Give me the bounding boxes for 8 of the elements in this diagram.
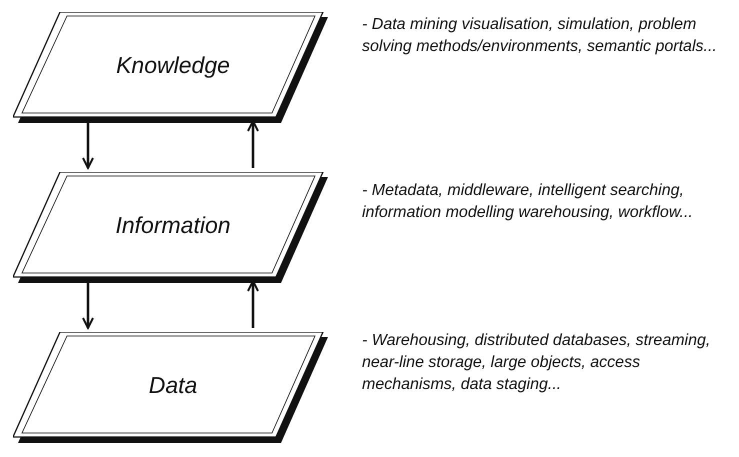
arrow (82, 281, 94, 329)
description-text: - Metadata, middleware, intelligent searching, information modelling warehousing, workflow... (362, 181, 694, 223)
description-text: - Data mining visualisation, simulation, problem solving methods/environments, semantic portals... (362, 15, 718, 57)
description-text: - Warehousing, distributed databases, streaming, near-line storage, large objects, access mechanisms, data staging... (362, 331, 712, 395)
node-label: Knowledge (116, 50, 230, 80)
node-label: Information (115, 210, 231, 240)
node-label: Data (148, 370, 198, 400)
arrow (82, 121, 94, 169)
